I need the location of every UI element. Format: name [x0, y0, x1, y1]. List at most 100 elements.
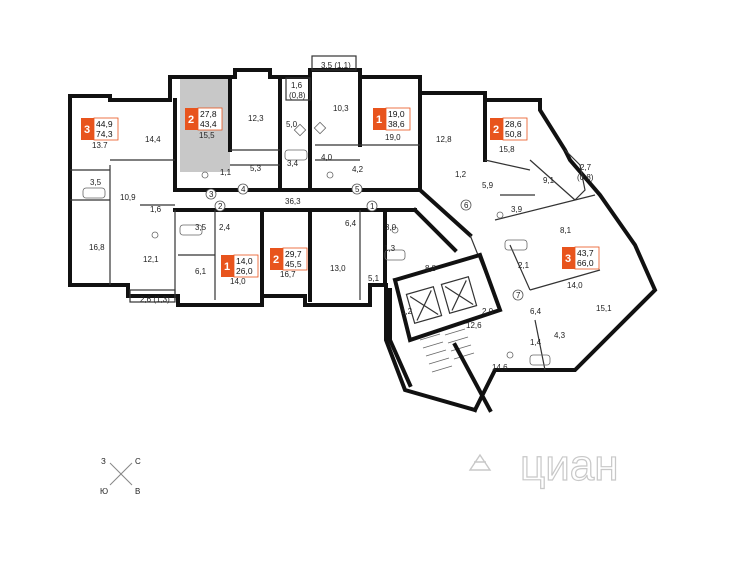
room-area: 1,4	[530, 338, 542, 347]
room-area: 3,5	[90, 178, 102, 187]
balcony-area: (0,8)	[577, 173, 594, 182]
svg-text:1: 1	[224, 261, 230, 273]
room-area: 5,9	[482, 181, 494, 190]
room-area: 1,2	[401, 307, 413, 316]
room-area: 13.7	[92, 141, 108, 150]
room-area: 2,0	[482, 307, 494, 316]
apartment-badge: 2 27,8 43,4	[185, 107, 223, 131]
svg-text:2: 2	[218, 202, 223, 211]
corridor-area: 36,3	[285, 197, 301, 206]
svg-text:2: 2	[273, 254, 279, 266]
room-area: 14,0	[230, 277, 246, 286]
room-area: 5,3	[250, 164, 262, 173]
watermark-logo-icon	[468, 453, 492, 471]
room-area: 3,0	[385, 223, 397, 232]
room-area: 15,8	[499, 145, 515, 154]
compass: З С Ю В	[100, 457, 141, 496]
room-area: 10,9	[120, 193, 136, 202]
room-area: 8,8	[425, 264, 437, 273]
compass-south: Ю	[100, 487, 108, 496]
apartment-badge: 3 44,9 74,3	[81, 117, 119, 141]
room-area: 4,2	[352, 165, 364, 174]
room-area: 14,4	[145, 135, 161, 144]
room-area: 12,3	[248, 114, 264, 123]
room-area: 1,2	[455, 170, 467, 179]
svg-text:5: 5	[355, 185, 360, 194]
room-area: 6,1	[195, 267, 207, 276]
room-area: 19,0	[385, 133, 401, 142]
door-mark: 1	[366, 200, 378, 212]
room-area: 2,1	[518, 261, 530, 270]
svg-text:6: 6	[464, 201, 469, 210]
svg-text:3: 3	[209, 190, 214, 199]
door-marks: 2 3 4 1 5 6 7	[205, 183, 524, 301]
compass-east: В	[135, 487, 140, 496]
outer-walls	[68, 68, 658, 413]
room-area: 16,8	[89, 243, 105, 252]
room-area: 4,3	[554, 331, 566, 340]
compass-line	[109, 462, 133, 486]
room-area: 3,4	[287, 159, 299, 168]
room-area: 16,7	[280, 270, 296, 279]
svg-text:19,0: 19,0	[388, 109, 405, 119]
svg-text:66,0: 66,0	[577, 258, 594, 268]
svg-text:74,3: 74,3	[96, 129, 113, 139]
fixtures	[82, 121, 551, 366]
room-area: 2,4	[219, 223, 231, 232]
room-area: 14,6	[492, 363, 508, 372]
room-area: 1,1	[220, 168, 232, 177]
room-area-labels: 13.7 14,4 15,5 12,3 5,0 1,6 (0,8) 10,3 3…	[89, 61, 612, 372]
room-area: 5,0	[286, 120, 298, 129]
room-area: 12,1	[143, 255, 159, 264]
svg-text:1: 1	[376, 114, 382, 126]
balconies	[129, 55, 586, 303]
room-area: 10,3	[333, 104, 349, 113]
room-area: (0,8)	[289, 91, 306, 100]
room-area: 6,4	[530, 307, 542, 316]
compass-north: С	[135, 457, 141, 466]
room-area: 13,0	[330, 264, 346, 273]
svg-text:50,8: 50,8	[505, 129, 522, 139]
svg-text:14,0: 14,0	[236, 256, 253, 266]
apartment-badge: 2 29,7 45,5	[270, 247, 308, 271]
balcony-area: 3,5 (1,1)	[321, 61, 351, 70]
door-mark: 4	[237, 183, 249, 195]
apartment-badge: 3 43,7 66,0	[562, 246, 600, 270]
watermark-text: циан	[520, 441, 619, 490]
svg-text:1: 1	[370, 202, 375, 211]
door-mark: 5	[351, 183, 363, 195]
svg-text:29,7: 29,7	[285, 249, 302, 259]
room-area: 1,6	[150, 205, 162, 214]
room-area: 15,5	[199, 131, 215, 140]
building-core	[392, 252, 503, 413]
apartment-badges: 3 44,9 74,3 2 27,8 43,4 1 19,0 38,6 2 28…	[81, 107, 600, 278]
room-area: 4,0	[321, 153, 333, 162]
room-area: 5,1	[368, 274, 380, 283]
door-mark: 3	[205, 188, 217, 200]
svg-text:38,6: 38,6	[388, 119, 405, 129]
svg-text:3: 3	[565, 253, 571, 265]
compass-west: З	[101, 457, 106, 466]
room-area: 12,8	[436, 135, 452, 144]
svg-text:2: 2	[493, 124, 499, 136]
room-area: 3,9	[511, 205, 523, 214]
stairs	[419, 328, 475, 373]
room-area: 9,1	[543, 176, 555, 185]
svg-text:45,5: 45,5	[285, 259, 302, 269]
watermark: циан	[468, 440, 619, 491]
room-area: 8,1	[560, 226, 572, 235]
room-area: 15,1	[596, 304, 612, 313]
room-area: 3,5	[195, 223, 207, 232]
balcony-area: 2,7	[580, 163, 592, 172]
svg-text:27,8: 27,8	[200, 109, 217, 119]
room-area: 1,6	[291, 81, 303, 90]
svg-text:2: 2	[188, 114, 194, 126]
room-area: 14,0	[567, 281, 583, 290]
door-mark: 2	[214, 200, 226, 212]
svg-text:26,0: 26,0	[236, 266, 253, 276]
apartment-badge: 2 28,6 50,8	[490, 117, 528, 141]
room-area: 1,3	[384, 244, 396, 253]
svg-text:4: 4	[241, 185, 246, 194]
apartment-badge: 1 19,0 38,6	[373, 107, 411, 131]
